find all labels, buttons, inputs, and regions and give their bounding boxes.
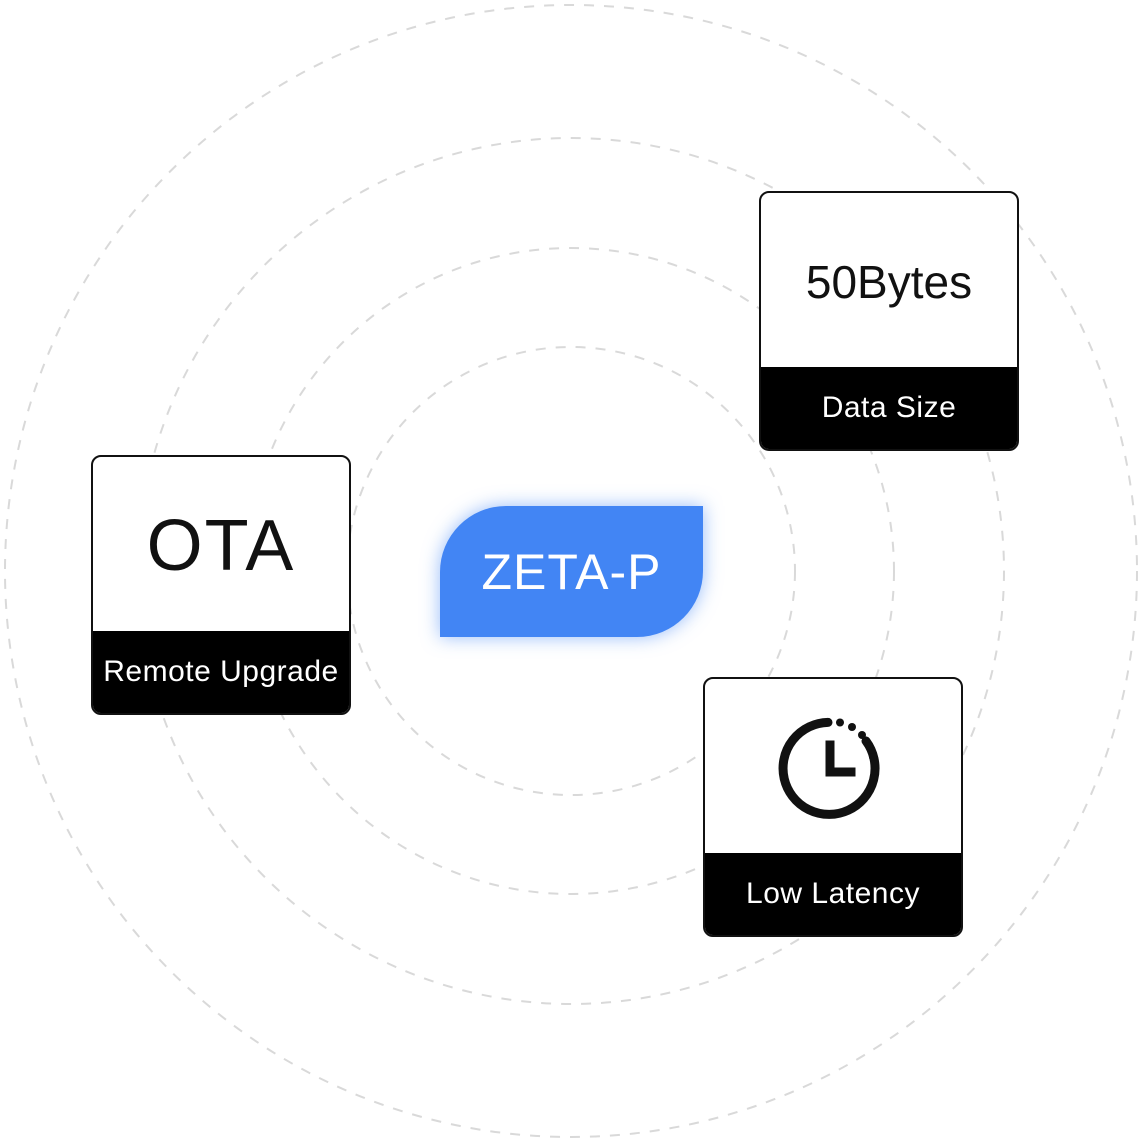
ring-3: [137, 137, 1005, 1005]
ota-card: OTA Remote Upgrade: [91, 455, 351, 715]
clock-icon: [778, 717, 880, 819]
ring-2: [247, 247, 895, 895]
latency-caption: Low Latency: [705, 853, 961, 935]
data-size-caption: Data Size: [761, 367, 1017, 449]
ota-value: OTA: [146, 506, 296, 586]
low-latency-card: Low Latency: [703, 677, 963, 937]
ring-4: [4, 4, 1138, 1138]
latency-icon-area: [705, 679, 961, 857]
ota-caption: Remote Upgrade: [93, 631, 349, 713]
zeta-p-badge: ZETA-P: [440, 506, 703, 637]
data-size-value: 50Bytes: [805, 256, 973, 308]
data-size-card: 50Bytes Data Size: [759, 191, 1019, 451]
